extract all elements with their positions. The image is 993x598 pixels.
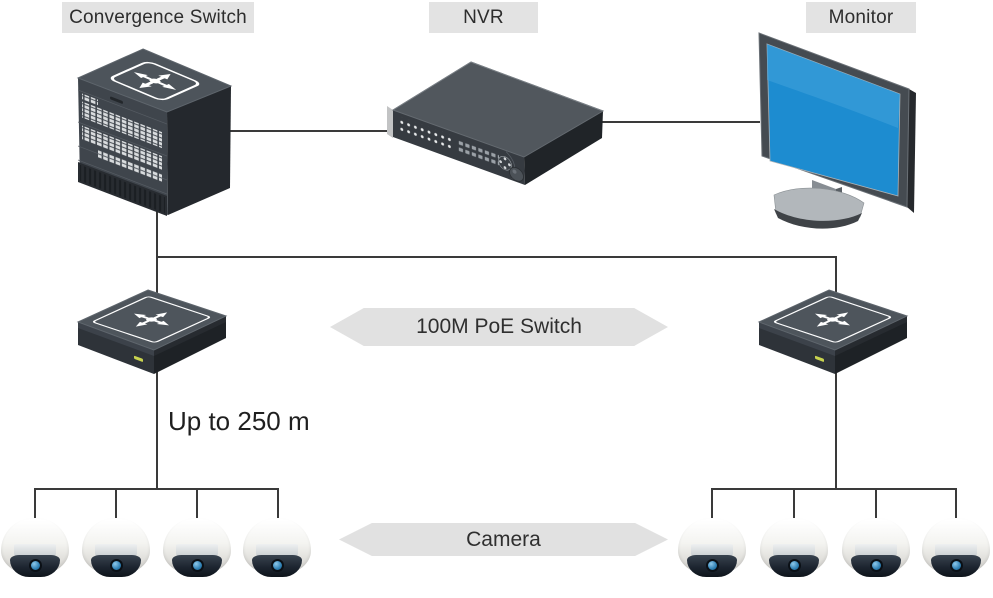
poe-side-band <box>835 316 907 356</box>
nvr-label: NVR <box>429 2 538 33</box>
camera-window <box>691 544 733 558</box>
connection-line <box>955 488 957 522</box>
camera-window <box>176 544 218 558</box>
connection-line <box>277 488 279 522</box>
camera-banner: Camera <box>339 523 668 556</box>
connection-line <box>115 488 117 522</box>
camera-window <box>773 544 815 558</box>
camera-window <box>14 544 56 558</box>
dome-camera <box>922 516 990 580</box>
convergence-switch-device <box>76 48 233 216</box>
nvr-front-panel <box>399 116 524 182</box>
dome-camera <box>82 516 150 580</box>
connection-line <box>34 488 36 522</box>
camera-lens <box>869 559 883 572</box>
chassis-port-panel <box>78 89 167 216</box>
camera-window <box>855 544 897 558</box>
switch-arrows-icon <box>773 296 892 343</box>
poe-side-band <box>154 316 226 356</box>
dome-camera <box>163 516 231 580</box>
camera-window <box>95 544 137 558</box>
camera-window <box>935 544 977 558</box>
monitor-screen-gloss <box>767 44 900 128</box>
connection-line <box>711 488 713 522</box>
distance-annotation: Up to 250 m <box>168 406 310 436</box>
poe-front-band <box>759 322 835 356</box>
dome-camera <box>842 516 910 580</box>
nvr-side-face <box>524 111 603 185</box>
monitor-stand-base-rim <box>774 209 862 229</box>
connection-line <box>601 121 760 123</box>
camera-lens <box>28 559 42 572</box>
connection-line <box>196 488 198 522</box>
camera-window <box>256 544 298 558</box>
nvr-top-edge <box>392 61 604 112</box>
camera-lens <box>949 559 963 572</box>
connection-line <box>230 130 391 132</box>
nvr-device <box>387 61 605 185</box>
camera-lens <box>270 559 284 572</box>
switch-arrows-icon <box>92 296 211 343</box>
camera-banner-text: Camera <box>466 527 541 551</box>
nvr-left-cap <box>387 106 393 138</box>
poe-switch-banner-text: 100M PoE Switch <box>416 315 582 338</box>
dome-camera <box>760 516 828 580</box>
monitor-label: Monitor <box>806 2 916 33</box>
status-led <box>815 355 824 362</box>
poe-switch-left-device <box>76 289 228 374</box>
dome-camera <box>678 516 746 580</box>
dome-camera <box>1 516 69 580</box>
dome-camera <box>243 516 311 580</box>
chassis-side-face <box>167 86 231 215</box>
poe-front-band <box>78 322 154 356</box>
camera-lens <box>109 559 123 572</box>
status-led <box>134 355 143 362</box>
connection-line <box>875 488 877 522</box>
poe-front-panel <box>815 355 824 362</box>
monitor-device <box>758 32 916 229</box>
monitor-side-depth <box>907 89 916 213</box>
convergence-switch-label: Convergence Switch <box>62 2 254 33</box>
connection-line <box>34 488 279 490</box>
connection-line <box>711 488 957 490</box>
connection-line <box>793 488 795 522</box>
poe-switch-right-device <box>757 289 909 374</box>
camera-lens <box>190 559 204 572</box>
camera-lens <box>787 559 801 572</box>
connection-line <box>156 256 837 258</box>
poe-switch-banner: 100M PoE Switch <box>330 308 668 346</box>
poe-front-panel <box>134 355 143 362</box>
camera-lens <box>705 559 719 572</box>
switch-arrows-icon <box>110 61 200 101</box>
